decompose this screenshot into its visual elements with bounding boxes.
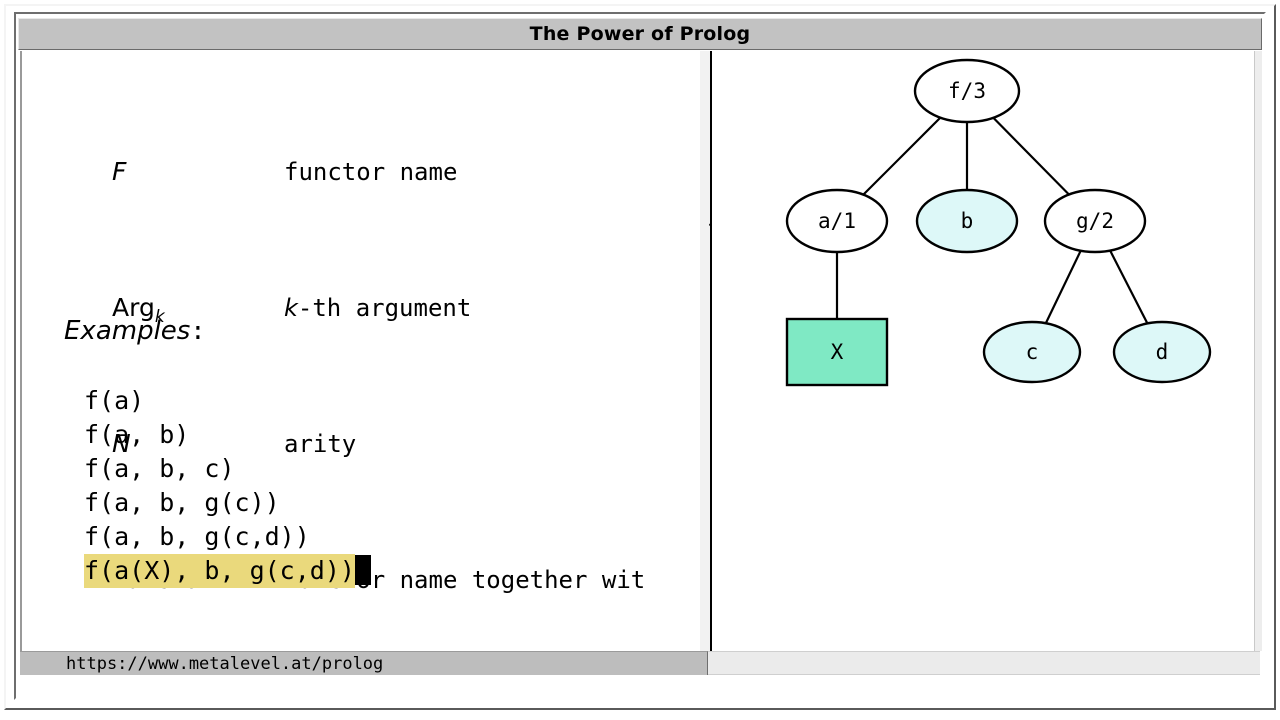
tree-node-label: b: [961, 209, 974, 233]
tree-node-d: d: [1112, 320, 1212, 384]
example-line-highlighted: f(a(X), b, g(c,d)): [84, 554, 355, 588]
block-cursor: [354, 555, 371, 585]
tree-node-ellipse: [1112, 320, 1212, 384]
example-line: f(a): [84, 386, 145, 415]
window-bottom-strip: [20, 676, 1260, 694]
tree-edge: [1109, 250, 1149, 324]
pane-gutter: [700, 51, 710, 651]
status-bar-left: https://www.metalevel.at/prolog: [20, 651, 708, 675]
example-line: f(a, b, g(c,d)): [84, 522, 310, 551]
tree-node-ellipse: [982, 320, 1082, 384]
tree-node-g: g/2: [1043, 188, 1147, 254]
tree-edges: [835, 116, 1149, 324]
tree-node-c: c: [982, 320, 1082, 384]
tree-node-label: d: [1156, 340, 1169, 364]
tree-node-ellipse: [915, 188, 1019, 254]
tree-node-f: f/3: [913, 58, 1021, 124]
status-bar-right: [708, 651, 1260, 675]
tree-node-label: g/2: [1076, 209, 1114, 233]
tree-edge: [862, 116, 942, 196]
tree-node-label: f/3: [948, 79, 986, 103]
status-url-text: https://www.metalevel.at/prolog: [66, 653, 384, 674]
definition-term-subscript: k: [154, 307, 165, 327]
tree-node-label: a/1: [818, 209, 856, 233]
tree-edge: [992, 116, 1070, 196]
tree-node-ellipse: [1043, 188, 1147, 254]
tree-node-label: c: [1026, 340, 1039, 364]
window-title: The Power of Prolog: [529, 23, 751, 45]
tree-node-X: X: [785, 317, 889, 387]
definition-term-base: Arg: [112, 293, 155, 322]
example-line: f(a, b): [84, 420, 190, 449]
examples-heading-word: Examples: [64, 316, 191, 346]
example-line: f(a, b, c): [84, 454, 235, 483]
tree-node-ellipse: [785, 188, 889, 254]
definition-description: k-th argument: [284, 294, 471, 322]
tree-node-rect: [785, 317, 889, 387]
tree-node-label: X: [831, 340, 844, 364]
definition-description: functor name: [284, 158, 458, 186]
tree-node-a: a/1: [785, 188, 889, 254]
examples-heading: Examples:: [64, 316, 205, 346]
pane-divider[interactable]: [710, 51, 712, 651]
examples-list: f(a) f(a, b) f(a, b, c) f(a, b, g(c)) f(…: [84, 384, 371, 588]
definition-description: arity: [284, 430, 357, 458]
example-line: f(a, b, g(c)): [84, 488, 280, 517]
definition-term: Argk: [112, 291, 284, 334]
definition-description-rest: -th argument: [297, 294, 472, 322]
tree-edge: [1044, 250, 1082, 324]
tree-node-b: b: [915, 188, 1019, 254]
tree-node-ellipse: [913, 58, 1021, 124]
window-title-bar[interactable]: The Power of Prolog: [18, 18, 1262, 50]
definition-term: N: [112, 429, 131, 458]
example-line-active-wrapper: f(a(X), b, g(c,d)): [84, 554, 371, 588]
vertical-scrollbar[interactable]: [1254, 51, 1262, 651]
definition-term: F: [112, 157, 127, 186]
definition-description-italic-prefix: k: [284, 294, 298, 322]
examples-heading-colon: :: [190, 316, 206, 345]
